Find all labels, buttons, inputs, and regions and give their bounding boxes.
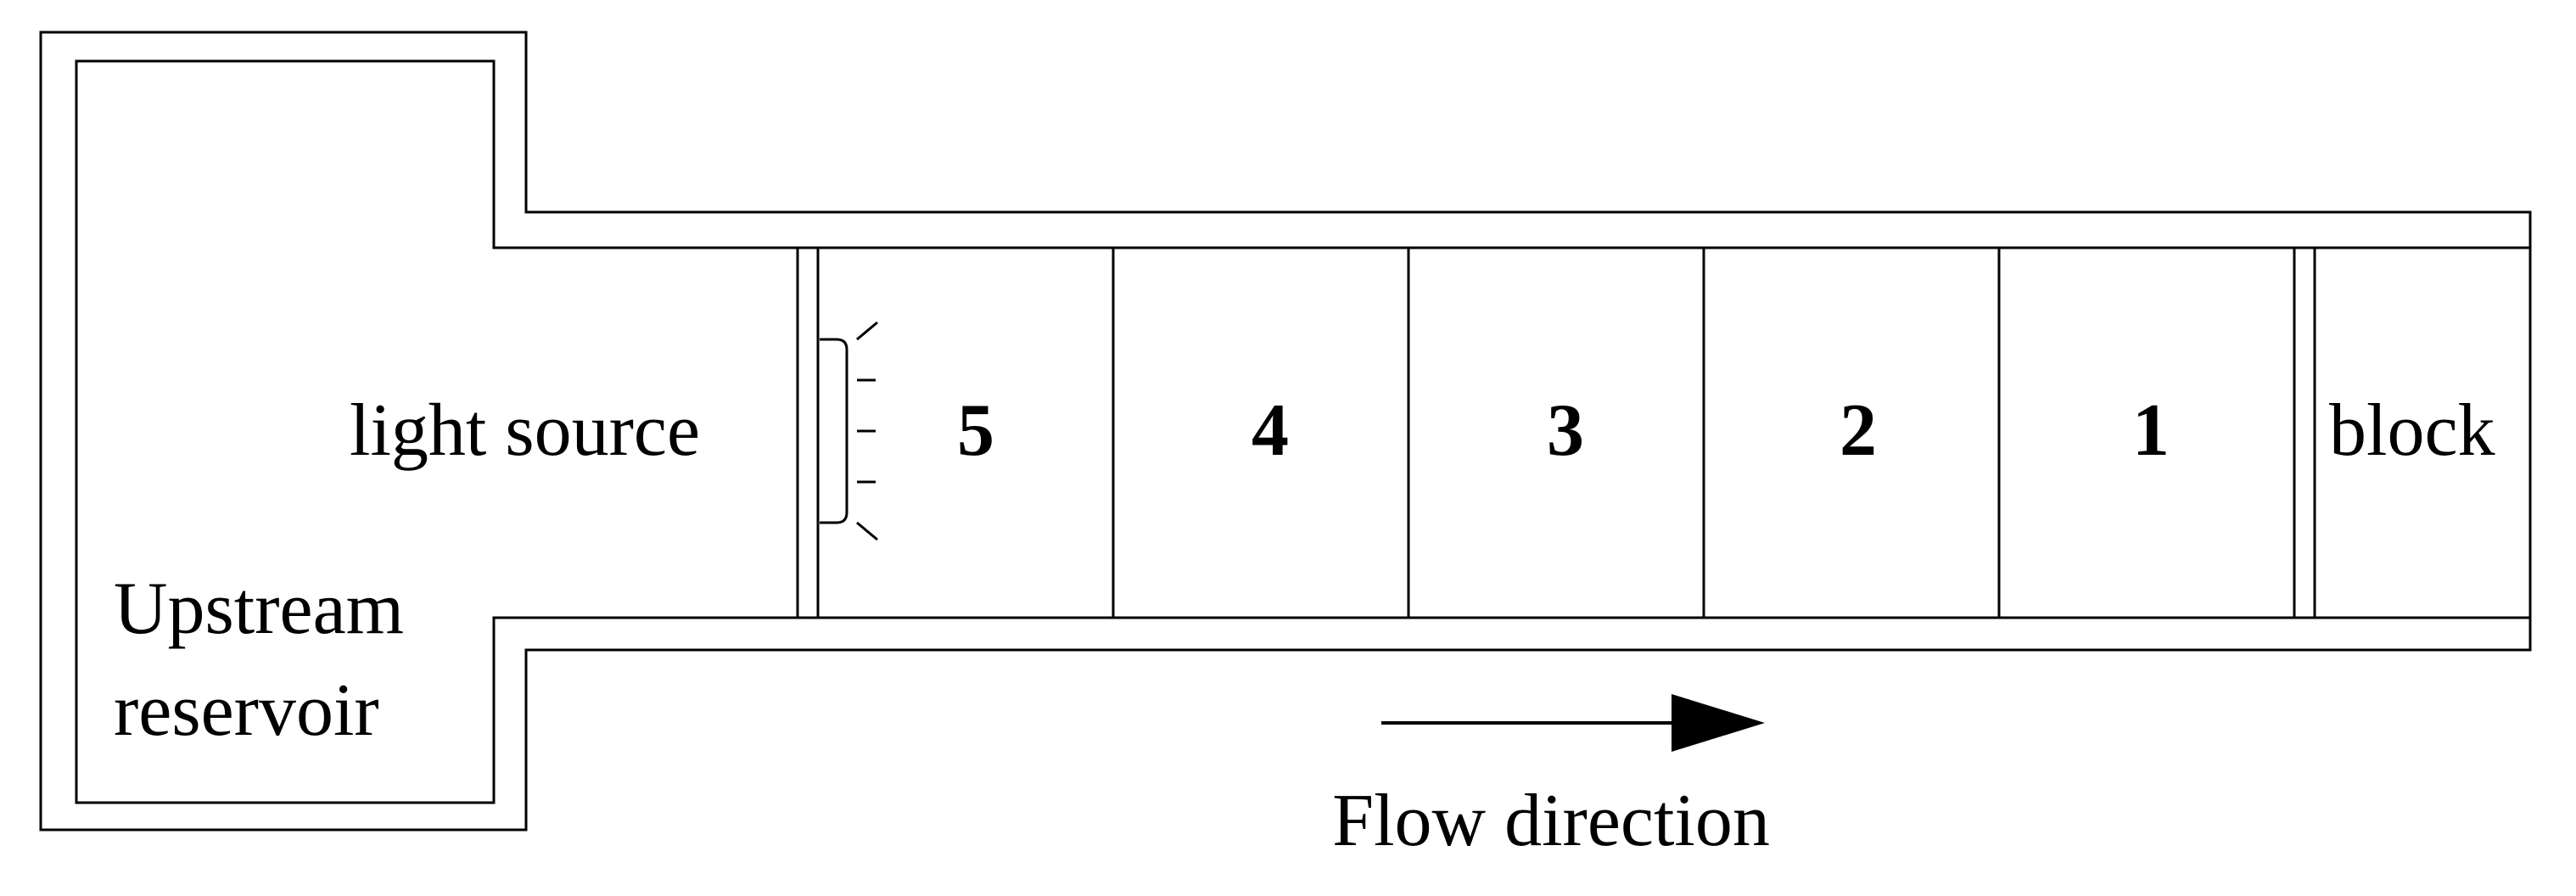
section-number-4: 4 (1252, 389, 1289, 472)
block-label: block (2329, 389, 2495, 472)
section-number-5: 5 (957, 389, 994, 472)
light-source-label: light source (350, 389, 700, 472)
reservoir-label: reservoir (114, 669, 379, 752)
flow-direction-label: Flow direction (1332, 780, 1770, 862)
section-number-2: 2 (1840, 389, 1877, 472)
section-number-3: 3 (1547, 389, 1584, 472)
upstream-label: Upstream (114, 568, 404, 650)
light-source-icon (820, 321, 878, 541)
inner-wall (75, 59, 2532, 804)
flow-arrow-icon (1381, 694, 1765, 752)
section-number-1: 1 (2132, 389, 2170, 472)
outer-wall (39, 31, 2532, 832)
